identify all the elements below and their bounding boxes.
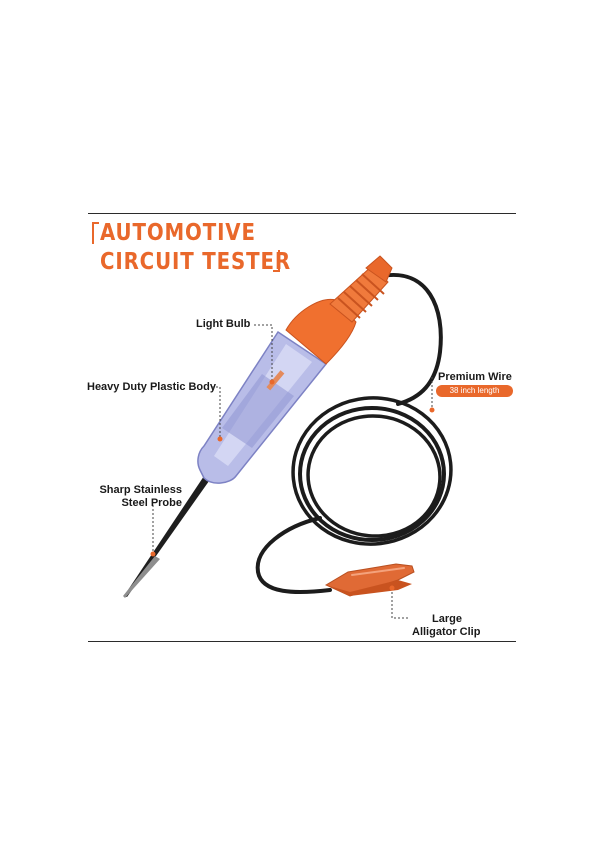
title-bracket-right	[273, 250, 280, 272]
probe-label-line-1: Sharp Stainless	[99, 484, 182, 496]
page-title: AUTOMOTIVE CIRCUIT TESTER	[100, 219, 291, 277]
wire-label: Premium Wire	[438, 371, 512, 383]
wire-length-badge: 38 inch length	[436, 385, 513, 397]
probe-label: Sharp Stainless Steel Probe	[96, 484, 182, 510]
title-line-1: AUTOMOTIVE	[100, 220, 256, 246]
callout-dots	[150, 379, 435, 591]
probe-label-line-2: Steel Probe	[121, 497, 182, 509]
alligator-clip	[324, 563, 415, 597]
title-line-2: CIRCUIT TESTER	[100, 249, 291, 275]
callout-leaders	[152, 324, 433, 619]
bottom-divider	[88, 641, 516, 642]
top-divider	[88, 213, 516, 214]
orange-handle	[285, 255, 393, 365]
plastic-body	[197, 330, 328, 484]
clip-label: Large Alligator Clip	[412, 613, 480, 639]
clip-label-line-1: Large	[432, 613, 462, 625]
light-bulb-label: Light Bulb	[196, 318, 251, 330]
steel-probe	[123, 470, 214, 598]
title-bracket-left	[92, 222, 99, 244]
plastic-body-label: Heavy Duty Plastic Body	[87, 381, 216, 393]
coiled-wire	[255, 272, 453, 595]
clip-label-line-2: Alligator Clip	[412, 626, 481, 638]
